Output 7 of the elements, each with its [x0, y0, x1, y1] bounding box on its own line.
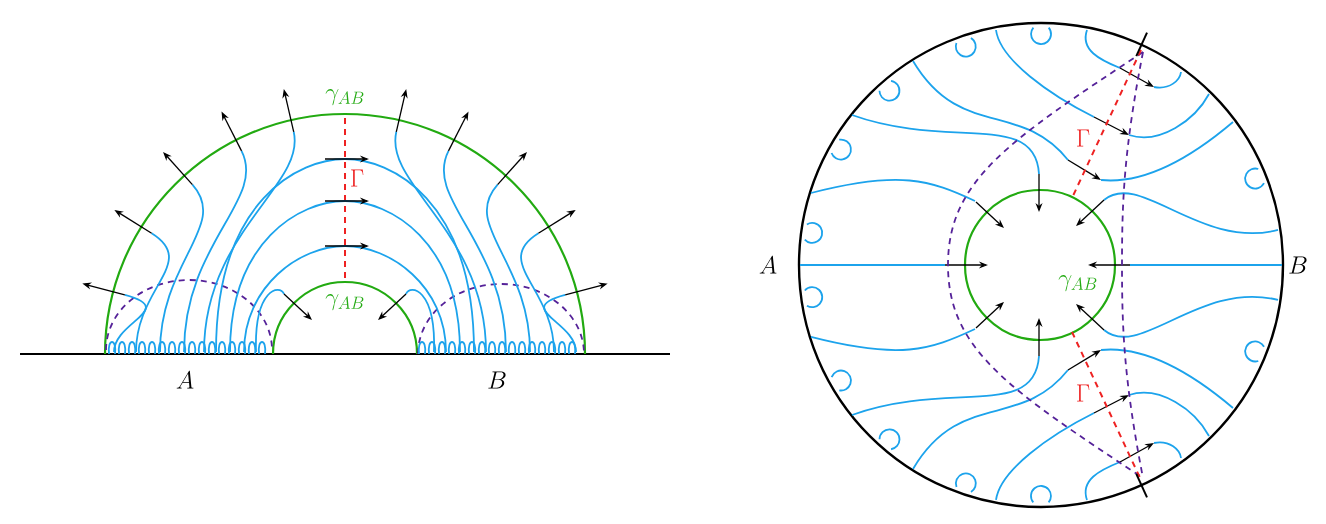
- math-label: $A$: [759, 255, 777, 274]
- math-label: $\Gamma$: [1077, 384, 1090, 402]
- math-label: $\gamma_{AB}$: [1058, 274, 1097, 292]
- math-label: $B$: [1289, 256, 1307, 274]
- math-label: $A$: [176, 370, 194, 389]
- math-label: $\Gamma$: [1077, 129, 1090, 147]
- math-label: $B$: [488, 371, 506, 389]
